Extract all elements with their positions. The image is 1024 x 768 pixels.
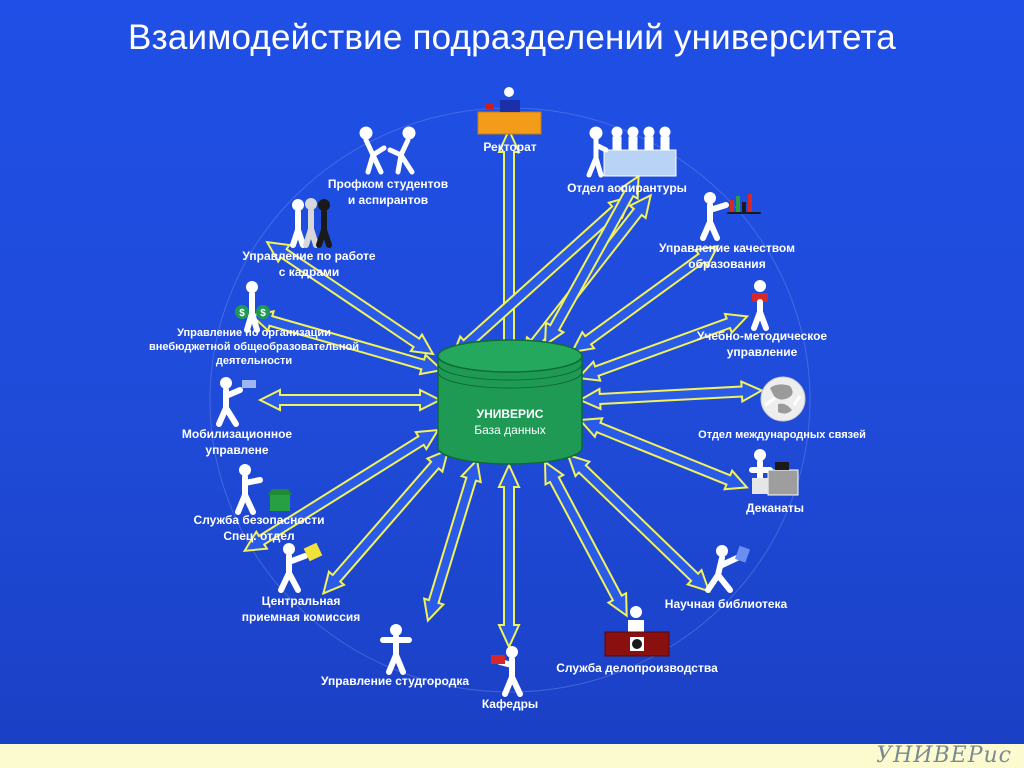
node-deloproizvodstvo-label: Служба делопроизводства <box>556 661 718 675</box>
studgorodok-icon <box>380 624 412 675</box>
arrow-priemnaya <box>321 448 450 596</box>
node-mobiliz-label-1: Мобилизационное <box>181 427 293 441</box>
node-priemnaya: Центральная приемная комиссия <box>242 593 361 625</box>
node-aspirantura-label: Отдел аспирантуры <box>567 181 687 195</box>
arrow-dekanaty <box>577 417 749 491</box>
deloproizvodstvo-icon <box>604 606 670 657</box>
svg-text:$: $ <box>239 308 245 319</box>
node-studgorodok-label: Управление студгородка <box>320 674 470 688</box>
arrow-mobiliz <box>257 388 443 412</box>
node-kadry-label-2: с кадрами <box>278 265 340 279</box>
page-title: Взаимодействие подразделений университет… <box>128 18 896 57</box>
database-subtitle: База данных <box>474 423 546 437</box>
footer-bar: УНИВЕРис <box>0 744 1024 768</box>
vnebudzhet-icon: $ $ <box>235 281 270 333</box>
node-mobiliz-label-2: управлене <box>205 443 269 457</box>
node-biblioteka: Научная библиотека <box>665 596 787 612</box>
mobiliz-icon <box>216 377 256 427</box>
node-vnebudzhet: Управление по организации внебюджетной о… <box>149 326 359 368</box>
node-vnebudzhet-label-1: Управление по организации <box>177 327 331 339</box>
node-aspirantura: Отдел аспирантуры <box>567 180 687 196</box>
node-vnebudzhet-label-2: внебюджетной общеобразовательной <box>148 341 360 353</box>
node-kachestvo-label-1: Управление качеством <box>659 241 795 255</box>
node-bezopasnost: Служба безопасности Спец. отдел <box>194 512 325 544</box>
node-kadry-label-1: Управление по работе <box>242 249 376 263</box>
node-priemnaya-label-1: Центральная <box>261 594 341 608</box>
arrow-kafedry <box>497 462 521 650</box>
node-dekanaty-label: Деканаты <box>745 501 805 515</box>
biblioteka-icon <box>705 545 751 593</box>
dekanaty-icon <box>749 449 799 496</box>
node-profkom-label-1: Профком студентов <box>327 177 449 191</box>
node-umu: Учебно-методическое управление <box>697 328 827 360</box>
node-bezopasnost-label-2: Спец. отдел <box>223 529 295 543</box>
node-kachestvo: Управление качеством образования <box>659 240 795 272</box>
arrow-rektorat <box>497 127 521 367</box>
node-priemnaya-label-2: приемная комиссия <box>241 610 361 624</box>
node-dekanaty: Деканаты <box>746 500 804 516</box>
node-profkom: Профком студентов и аспирантов <box>328 176 448 208</box>
node-kadry: Управление по работе с кадрами <box>242 248 375 280</box>
kafedry-icon <box>491 646 523 697</box>
arrow-umu <box>575 312 750 382</box>
connection-arrows <box>242 127 764 650</box>
node-kachestvo-label-2: образования <box>688 257 766 271</box>
node-kafedry: Кафедры <box>482 696 538 712</box>
node-kafedry-label: Кафедры <box>481 697 539 711</box>
node-biblioteka-label: Научная библиотека <box>664 597 788 611</box>
profkom-icon <box>359 126 416 175</box>
priemnaya-icon <box>278 542 323 593</box>
brand-logo: УНИВЕРис <box>876 743 1012 768</box>
node-bezopasnost-label-1: Служба безопасности <box>193 513 325 527</box>
svg-text:$: $ <box>260 308 266 319</box>
node-mezhdunar: Отдел международных связей <box>698 428 866 442</box>
node-umu-label-2: управление <box>726 345 798 359</box>
arrow-kadry2 <box>265 240 435 356</box>
node-rektorat: Ректорат <box>483 139 536 155</box>
node-mobiliz: Мобилизационное управлене <box>182 426 292 458</box>
node-deloproizvodstvo: Служба делопроизводства <box>556 660 718 676</box>
node-umu-label-1: Учебно-методическое <box>696 329 828 343</box>
node-mezhdunar-label: Отдел международных связей <box>698 429 866 441</box>
arrow-deloproizvodstvo <box>543 460 628 618</box>
mezhdunar-icon <box>760 376 806 422</box>
kachestvo-icon <box>700 192 761 241</box>
node-studgorodok: Управление студгородка <box>321 673 469 689</box>
database-title: УНИВЕРИС <box>476 407 544 421</box>
aspirantura-icon <box>586 126 677 178</box>
node-vnebudzhet-label-3: деятельности <box>215 355 293 367</box>
bezopasnost-icon <box>235 464 292 515</box>
arrow-mezhdunar <box>577 379 764 411</box>
node-profkom-label-2: и аспирантов <box>347 193 429 207</box>
database-cylinder <box>437 339 583 465</box>
node-rektorat-label: Ректорат <box>483 140 537 154</box>
umu-icon <box>751 280 769 331</box>
arrow-kachestvo <box>570 244 720 354</box>
arrow-studgorodok <box>422 457 482 623</box>
rektorat-icon <box>477 87 542 135</box>
arrow-bezopasnost <box>242 428 440 553</box>
kadry-icon <box>290 198 332 248</box>
